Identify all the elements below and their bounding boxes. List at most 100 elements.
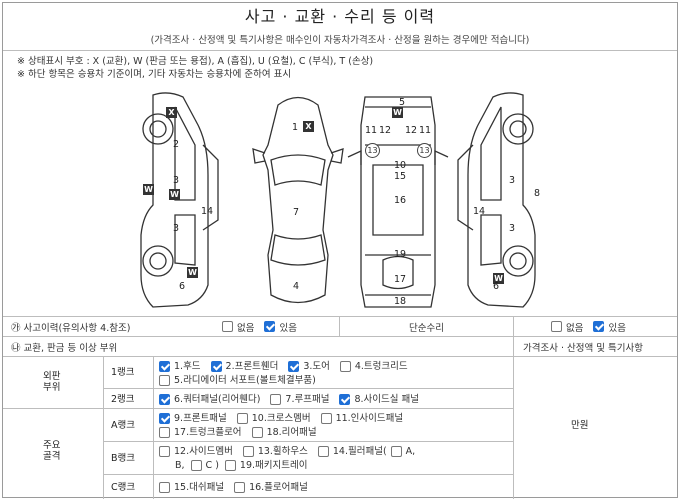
w-mark-icon: W [392, 107, 403, 118]
checkbox[interactable] [339, 361, 351, 372]
checkbox-checked[interactable] [159, 413, 170, 424]
group-main-label: 주요 골격 [43, 440, 61, 462]
part-label: 12 [405, 125, 418, 136]
accident-label: 사고이력(유의사항 4.참조) [23, 322, 131, 334]
checkbox[interactable] [222, 321, 233, 332]
part-label: 14 [201, 206, 214, 217]
w-mark-icon: W [143, 184, 154, 195]
w-mark-icon: W [169, 189, 180, 200]
checkbox-checked[interactable] [339, 394, 351, 405]
part-label: 3 [173, 175, 180, 186]
part-label: 5 [399, 97, 406, 108]
form-title: 사고 · 교환 · 수리 등 이력 [244, 7, 436, 26]
checkbox[interactable] [236, 413, 248, 424]
checkbox[interactable] [159, 375, 170, 386]
note-line: ※ 하단 항목은 승용차 기준이며, 기타 자동차는 승용차에 준하여 표시 [17, 69, 292, 80]
part-radiator-support-option[interactable]: 5.라디에이터 서포트(볼트체결부품) [159, 374, 316, 387]
w-mark-icon: W [187, 267, 198, 278]
accident-no-option[interactable]: 없음 [222, 320, 254, 334]
checkbox[interactable] [390, 446, 402, 457]
exchange-label: 교환, 판금 등 이상 부위 [23, 342, 118, 354]
checkbox[interactable] [242, 446, 254, 457]
part-quarter-panel-option[interactable]: 6.쿼터패널(리어휀다) [159, 393, 260, 406]
part-label: 16 [394, 195, 407, 206]
part-label: 1 [292, 122, 299, 133]
part-label: 19 [394, 249, 407, 260]
checkbox-checked[interactable] [159, 361, 170, 372]
part-label: 14 [473, 206, 486, 217]
checkbox[interactable] [159, 427, 170, 438]
checkbox[interactable] [159, 482, 170, 493]
x-mark-icon: X [166, 107, 177, 118]
simple-no-option[interactable]: 없음 [551, 320, 583, 334]
part-front-panel-option[interactable]: 9.프론트패널 [159, 412, 227, 425]
part-package-tray-option[interactable]: 19.패키지트레이 [224, 459, 307, 472]
part-label: 18 [394, 296, 407, 307]
part-rear-panel-option[interactable]: 18.리어패널 [251, 426, 317, 439]
part-label: 3 [509, 175, 516, 186]
checkbox[interactable] [317, 446, 329, 457]
part-side-member-option[interactable]: 12.사이드멤버 [159, 445, 233, 458]
part-label: 3 [509, 223, 516, 234]
checkbox[interactable] [224, 460, 236, 471]
checkbox[interactable] [190, 460, 202, 471]
part-label: 2 [173, 139, 180, 150]
part-label: 13 [417, 143, 432, 158]
part-label: 17 [394, 274, 407, 285]
part-pillar-panel-option[interactable]: 14.필러패널( [317, 445, 387, 458]
checkbox[interactable] [320, 413, 332, 424]
simple-yes-option[interactable]: 있음 [593, 320, 626, 334]
x-mark-icon: X [303, 121, 314, 132]
part-dash-panel-option[interactable]: 15.대쉬패널 [159, 481, 224, 494]
rank-label: C랭크 [111, 482, 136, 493]
form-subtitle: (가격조사 · 산정액 및 특기사항은 매수인이 자동차가격조사 · 산정을 원… [3, 31, 677, 51]
exchange-header-row: ㉯ 교환, 판금 등 이상 부위 가격조사 · 산정액 및 특기사항 [3, 337, 677, 357]
part-label: 11 [365, 125, 378, 136]
checkbox-checked[interactable] [264, 321, 276, 332]
rank-label: 1랭크 [111, 367, 135, 378]
part-trunk-lid-option[interactable]: 4.트렁크리드 [339, 360, 408, 373]
part-door-option[interactable]: 3.도어 [288, 360, 330, 373]
checkbox[interactable] [234, 482, 246, 493]
rank-label: 2랭크 [111, 394, 135, 405]
part-label: 7 [293, 207, 300, 218]
checkbox-checked[interactable] [210, 361, 222, 372]
part-floor-panel-option[interactable]: 16.플로어패널 [234, 481, 308, 494]
checkbox-checked[interactable] [288, 361, 300, 372]
part-side-sill-option[interactable]: 8.사이드실 패널 [339, 393, 419, 406]
part-cross-member-option[interactable]: 10.크로스멤버 [236, 412, 311, 425]
car-diagram: X W W W X W W 2 3 3 14 6 1 7 4 5 11 11 1… [3, 85, 677, 317]
rank-label: B랭크 [111, 453, 135, 464]
part-label: 8 [534, 188, 541, 199]
w-mark-icon: W [493, 273, 504, 284]
part-label: 3 [173, 223, 180, 234]
part-label: 15 [394, 171, 407, 182]
accident-yes-option[interactable]: 있음 [264, 320, 297, 334]
part-hood-option[interactable]: 1.후드 [159, 360, 201, 373]
part-trunk-floor-option[interactable]: 17.트렁크플로어 [159, 426, 242, 439]
part-label: 6 [179, 281, 186, 292]
checkbox[interactable] [251, 427, 263, 438]
circle-num-icon: ㉮ [11, 322, 21, 334]
part-label: 12 [379, 125, 392, 136]
part-wheel-house-option[interactable]: 13.휠하우스 [242, 445, 308, 458]
checkbox[interactable] [270, 394, 282, 405]
checkbox[interactable] [551, 321, 562, 332]
part-label: 10 [394, 160, 407, 171]
status-notes: ※ 상태표시 부호 : X (교환), W (판금 또는 용접), A (흠집)… [17, 55, 373, 81]
group-outer-label: 외판 부위 [43, 371, 61, 393]
car-outline-drawing [140, 92, 536, 308]
part-label: 11 [419, 125, 432, 136]
simple-repair-label: 단순수리 [409, 322, 444, 334]
pillar-b-option[interactable]: B,C ) [175, 460, 219, 471]
checkbox-checked[interactable] [593, 321, 605, 332]
part-inside-panel-option[interactable]: 11.인사이드패널 [320, 412, 403, 425]
checkbox-checked[interactable] [159, 394, 170, 405]
part-label: 6 [493, 281, 500, 292]
pillar-a-option[interactable]: A, [390, 445, 415, 458]
part-front-fender-option[interactable]: 2.프론트휀더 [210, 360, 278, 373]
part-roof-panel-option[interactable]: 7.루프패널 [270, 393, 329, 406]
price-header: 가격조사 · 산정액 및 특기사항 [523, 342, 643, 354]
checkbox[interactable] [159, 446, 170, 457]
